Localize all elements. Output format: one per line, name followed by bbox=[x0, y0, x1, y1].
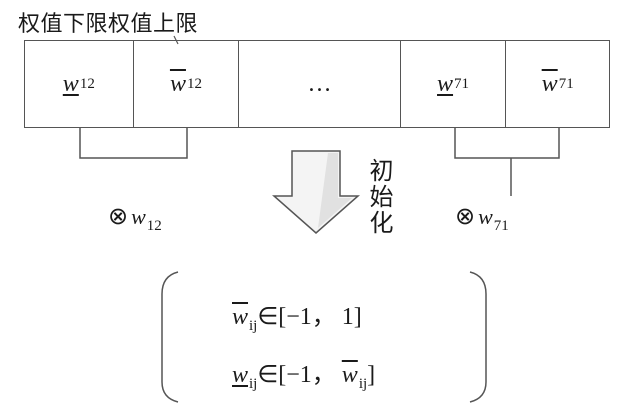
otimes-icon: ⊗ bbox=[108, 204, 129, 230]
cell-ellipsis: … bbox=[239, 41, 401, 127]
combine-w12-label: ⊗w12 bbox=[108, 202, 162, 235]
combine-w71-label: ⊗w71 bbox=[455, 202, 509, 235]
w12-lower-base: w bbox=[62, 70, 79, 97]
lower-rule-range-prefix: ∈[−1， bbox=[257, 362, 342, 388]
combine-w12-base: w bbox=[131, 204, 146, 229]
lower-init-rule: wij∈[−1， wij] bbox=[232, 354, 375, 393]
w12-lower-sub: 12 bbox=[79, 75, 95, 92]
lower-rule-range-var: w bbox=[341, 362, 358, 388]
combine-w71-sub: 71 bbox=[493, 218, 509, 234]
upper-rule-range: ∈[−1， 1] bbox=[257, 304, 362, 330]
w71-upper-sub: 71 bbox=[558, 75, 574, 92]
header-label: 权值下限权值上限 bbox=[18, 12, 199, 37]
left-paren bbox=[161, 271, 179, 403]
lower-rule-base: w bbox=[232, 362, 249, 388]
w71-upper-base: w bbox=[541, 70, 558, 97]
down-arrow-shade bbox=[318, 153, 352, 228]
left-bracket-connector bbox=[79, 128, 188, 159]
right-bracket-connector bbox=[454, 128, 560, 159]
initialize-label: 初始化 bbox=[365, 158, 393, 236]
upper-rule-sub: ij bbox=[249, 318, 258, 334]
combine-w12-sub: 12 bbox=[146, 218, 162, 234]
upper-rule-base: w bbox=[232, 304, 249, 330]
otimes-icon: ⊗ bbox=[455, 204, 476, 230]
upper-init-rule: wij∈[−1， 1] bbox=[232, 296, 362, 335]
lower-rule-range-var-sub: ij bbox=[358, 376, 368, 392]
down-arrow bbox=[272, 150, 360, 234]
lower-rule-sub: ij bbox=[249, 376, 258, 392]
w71-lower-sub: 71 bbox=[454, 75, 470, 92]
lower-rule-range-suffix: ] bbox=[367, 362, 376, 388]
header-tick-mark bbox=[173, 35, 179, 45]
right-paren bbox=[469, 271, 487, 403]
w12-upper-base: w bbox=[169, 70, 186, 97]
w71-lower-base: w bbox=[437, 70, 454, 97]
combine-w71-base: w bbox=[478, 204, 493, 229]
w12-upper-sub: 12 bbox=[186, 75, 202, 92]
